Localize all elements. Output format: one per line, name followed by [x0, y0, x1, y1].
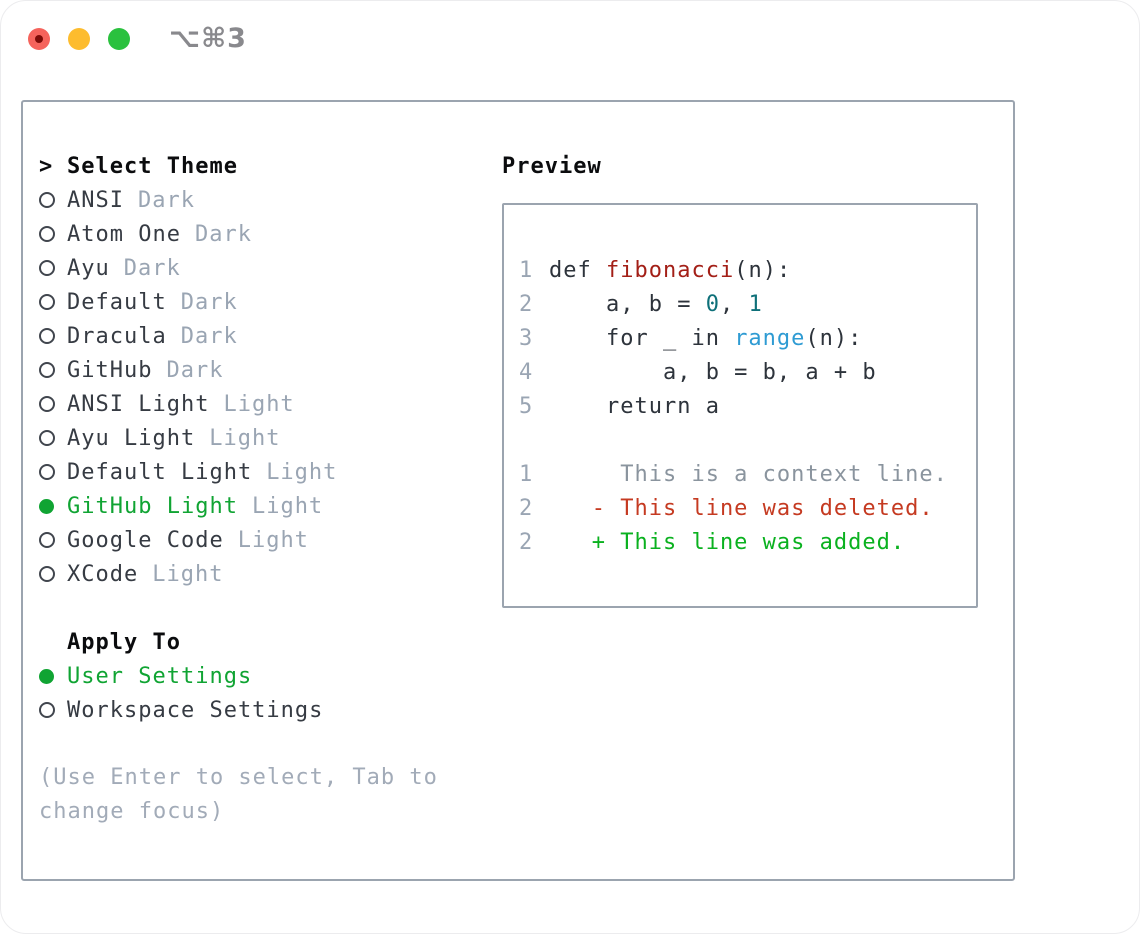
select-theme-header: > Select Theme: [39, 149, 438, 183]
spacer: [39, 727, 438, 761]
apply-option-user-settings[interactable]: User Settings: [39, 659, 438, 693]
hint-text-line2: change focus): [39, 799, 225, 824]
radio-icon: [39, 192, 55, 208]
radio-icon: [39, 702, 55, 718]
diff-deleted-line: 2 - This line was deleted.: [519, 495, 934, 521]
close-button[interactable]: [28, 28, 50, 50]
line-number: 2: [519, 291, 534, 317]
radio-icon: [39, 260, 55, 276]
section-title: Select Theme: [67, 153, 238, 179]
spacer: [39, 591, 438, 625]
line-number: 2: [519, 495, 534, 521]
code-line: 4 a, b = b, a + b: [519, 359, 877, 385]
titlebar: ⌥⌘3: [1, 1, 1139, 76]
line-number: 1: [519, 461, 534, 487]
zoom-button[interactable]: [108, 28, 130, 50]
diff-context-line: 1 This is a context line.: [519, 461, 948, 487]
line-number: 4: [519, 359, 534, 385]
preview-title: Preview: [502, 153, 602, 179]
code-line-blank: [519, 423, 976, 457]
radio-icon: [39, 362, 55, 378]
code-line: 2 a, b = 0, 1: [519, 291, 763, 317]
radio-icon: [39, 294, 55, 310]
close-dot-icon: [35, 35, 43, 43]
apply-option-workspace-settings[interactable]: Workspace Settings: [39, 693, 438, 727]
radio-icon: [39, 464, 55, 480]
diff-added-line: 2 + This line was added.: [519, 529, 906, 555]
radio-icon: [39, 396, 55, 412]
code-line: 3 for _ in range(n):: [519, 325, 863, 351]
line-number: 1: [519, 257, 534, 283]
line-number: 2: [519, 529, 534, 555]
radio-selected-icon: [39, 668, 54, 684]
section-title: Apply To: [67, 629, 181, 655]
window-shortcut-label: ⌥⌘3: [169, 23, 247, 54]
apply-to-header: Apply To: [39, 625, 438, 659]
line-number: 5: [519, 393, 534, 419]
hint-text-line1: (Use Enter to select, Tab to: [39, 765, 438, 790]
minimize-button[interactable]: [68, 28, 90, 50]
radio-icon: [39, 328, 55, 344]
line-number: 3: [519, 325, 534, 351]
radio-selected-icon: [39, 498, 54, 514]
radio-icon: [39, 430, 55, 446]
radio-icon: [39, 566, 55, 582]
radio-icon: [39, 226, 55, 242]
cursor-icon: >: [39, 153, 54, 179]
code-line: 5 return a: [519, 393, 720, 419]
radio-icon: [39, 532, 55, 548]
